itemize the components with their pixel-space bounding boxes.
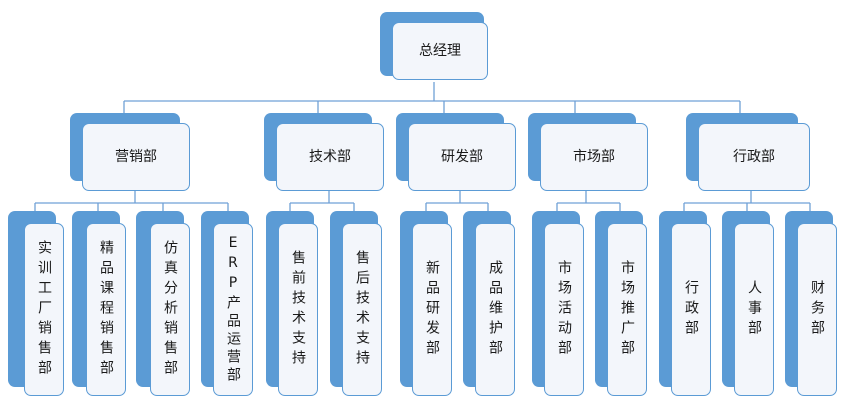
node-label: 成品维护部 <box>475 223 515 396</box>
node-sales-2: 精品课程销售部 <box>72 211 132 396</box>
node-label: 售后技术支持 <box>342 223 382 396</box>
node-sales-1: 实训工厂销售部 <box>8 211 68 396</box>
node-label: ERP产品运营部 <box>213 223 253 396</box>
node-label: 营销部 <box>82 123 190 191</box>
node-label: 研发部 <box>408 123 516 191</box>
node-label: 人事部 <box>734 223 774 396</box>
node-label: 市场活动部 <box>544 223 584 396</box>
node-label: 行政部 <box>698 123 810 191</box>
node-market-2: 市场推广部 <box>595 211 655 396</box>
node-admin-1: 行政部 <box>659 211 719 396</box>
node-label: 行政部 <box>671 223 711 396</box>
node-label: 新品研发部 <box>412 223 452 396</box>
node-label: 精品课程销售部 <box>86 223 126 396</box>
node-admin-2: 人事部 <box>722 211 782 396</box>
node-label: 售前技术支持 <box>278 223 318 396</box>
node-label: 技术部 <box>276 123 384 191</box>
node-admin-3: 财务部 <box>785 211 845 396</box>
node-label: 总经理 <box>392 22 488 80</box>
node-label: 实训工厂销售部 <box>24 223 64 396</box>
node-admin: 行政部 <box>686 113 816 193</box>
node-label: 市场部 <box>540 123 648 191</box>
node-tech-1: 售前技术支持 <box>266 211 326 396</box>
node-market: 市场部 <box>528 113 653 193</box>
node-sales: 营销部 <box>70 113 195 193</box>
node-ceo: 总经理 <box>380 12 490 82</box>
node-rd: 研发部 <box>396 113 521 193</box>
node-tech: 技术部 <box>264 113 389 193</box>
node-rd-1: 新品研发部 <box>400 211 460 396</box>
node-label: 仿真分析销售部 <box>150 223 190 396</box>
node-market-1: 市场活动部 <box>532 211 592 396</box>
node-label: 财务部 <box>797 223 837 396</box>
node-rd-2: 成品维护部 <box>463 211 523 396</box>
node-sales-4: ERP产品运营部 <box>201 211 261 396</box>
node-tech-2: 售后技术支持 <box>330 211 390 396</box>
node-label: 市场推广部 <box>607 223 647 396</box>
node-sales-3: 仿真分析销售部 <box>136 211 196 396</box>
